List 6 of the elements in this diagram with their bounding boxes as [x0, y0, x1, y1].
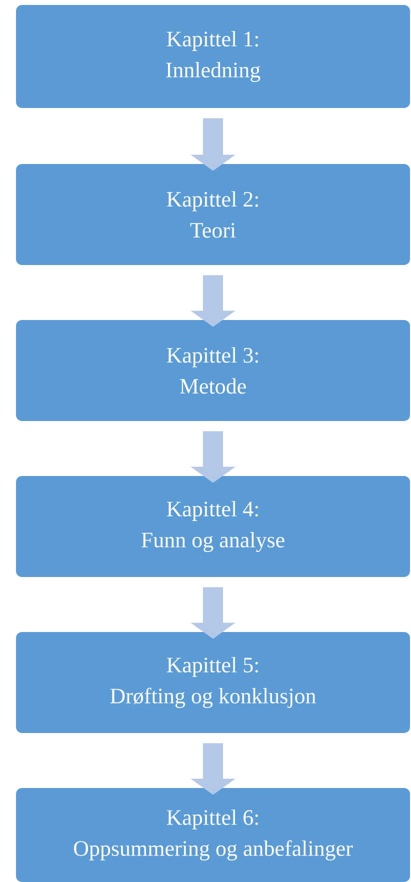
chapter-box: Kapittel 6: Oppsummering og anbefalinger [16, 788, 410, 882]
chapter-box: Kapittel 5: Drøfting og konklusjon [16, 632, 410, 733]
chapter-box: Kapittel 2: Teori [16, 164, 410, 265]
chapter-box: Kapittel 1: Innledning [16, 5, 410, 108]
chapter-box: Kapittel 4: Funn og analyse [16, 476, 410, 577]
chapter-box: Kapittel 3: Metode [16, 320, 410, 421]
